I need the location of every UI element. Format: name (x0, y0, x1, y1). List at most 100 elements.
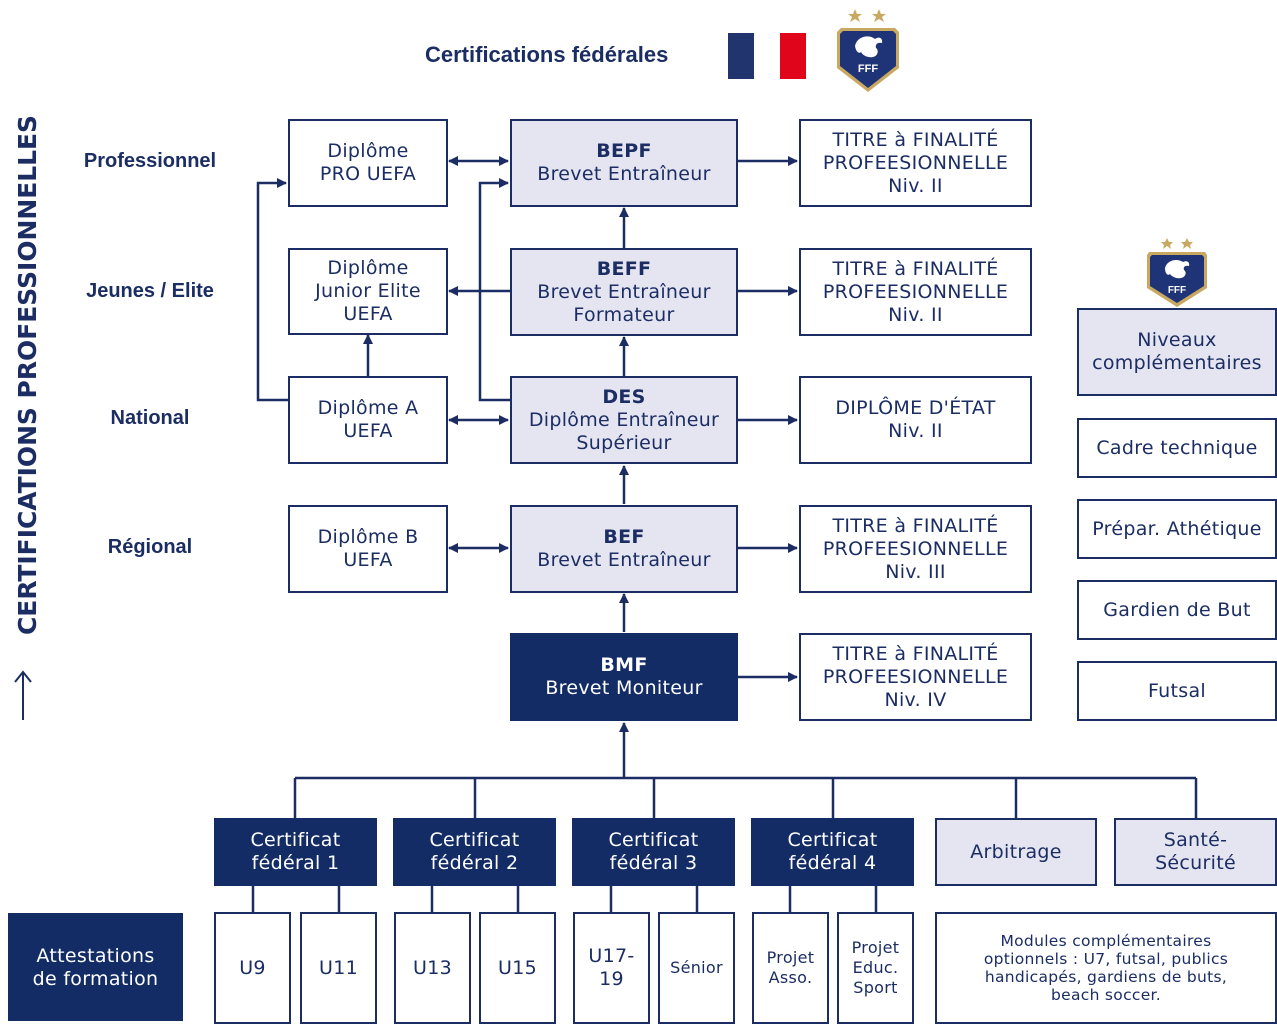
cf1-line-1: Certificat (250, 829, 341, 851)
attestations-label-box: Attestations de formation (8, 913, 183, 1021)
titre-bepf-line-1: TITRE à FINALITÉ (832, 128, 999, 151)
certificat-federal-3: Certificat fédéral 3 (572, 818, 735, 886)
titre-beff-line-3: Niv. II (888, 303, 943, 326)
certificat-federal-4: Certificat fédéral 4 (751, 818, 914, 886)
fff-logo-icon: FFF (837, 9, 899, 92)
diplome-junior-elite-uefa: Diplôme Junior Elite UEFA (288, 248, 448, 335)
junior-uefa-line-1: Diplôme (327, 257, 409, 279)
modules-complementaires: Modules complémentaires optionnels : U7,… (935, 912, 1277, 1024)
cf3-line-1: Certificat (608, 829, 699, 851)
attestation-u9: U9 (214, 912, 291, 1024)
complementaire-gardien-de-but: Gardien de But (1077, 580, 1277, 640)
flag-red-band (780, 33, 806, 79)
u17-line-2: 19 (599, 968, 624, 990)
brevet-beff: BEFF Brevet Entraîneur Formateur (510, 248, 738, 336)
attestation-projet-asso: Projet Asso. (752, 912, 829, 1024)
brevet-bepf: BEPF Brevet Entraîneur (510, 119, 738, 207)
cadre-technique-label: Cadre technique (1096, 436, 1258, 459)
prepar-athletique-label: Prépar. Athétique (1092, 517, 1262, 540)
modules-line-2: optionnels : U7, futsal, publics (983, 950, 1229, 968)
side-title: CERTIFICATIONS PROFESSIONNELLES (13, 115, 42, 720)
junior-uefa-line-3: UEFA (343, 303, 393, 325)
arbitrage-label: Arbitrage (970, 840, 1062, 863)
projet-educ-line-1: Projet (851, 938, 900, 957)
junior-uefa-line-2: Junior Elite (315, 280, 421, 302)
diplome-b-uefa: Diplôme B UEFA (288, 505, 448, 593)
complementaire-futsal: Futsal (1077, 661, 1277, 721)
projet-asso-line-1: Projet (766, 948, 815, 967)
u17-line-1: U17- (588, 945, 635, 967)
pro-uefa-line-1: Diplôme (327, 140, 409, 162)
titre-bmf-line-2: PROFEESIONNELLE (822, 665, 1009, 688)
a-uefa-line-1: Diplôme A (317, 397, 419, 419)
level-national: National (110, 407, 190, 429)
level-regional: Régional (107, 536, 193, 558)
modules-line-4: beach soccer. (1050, 986, 1162, 1004)
attestations-line-2: de formation (32, 968, 159, 990)
fff-logo-text: FFF (858, 63, 878, 75)
diplome-a-uefa: Diplôme A UEFA (288, 376, 448, 464)
titre-des-line-1: DIPLÔME D'ÉTAT (835, 397, 996, 419)
cf3-line-2: fédéral 3 (609, 852, 698, 874)
titre-bef-line-2: PROFEESIONNELLE (822, 537, 1009, 560)
diplome-pro-uefa: Diplôme PRO UEFA (288, 119, 448, 207)
side-title-text: CERTIFICATIONS PROFESSIONNELLES (13, 115, 42, 635)
niveaux-line-1: Niveaux (1137, 329, 1217, 351)
brevet-des: DES Diplôme Entraîneur Supérieur (510, 376, 738, 464)
attestation-senior: Sénior (658, 912, 735, 1024)
b-uefa-line-2: UEFA (343, 549, 393, 571)
complementaire-cadre-technique: Cadre technique (1077, 418, 1277, 478)
attestation-u17-19: U17- 19 (573, 912, 650, 1024)
cf2-line-2: fédéral 2 (430, 852, 519, 874)
titre-des: DIPLÔME D'ÉTAT Niv. II (799, 376, 1032, 464)
u15-label: U15 (498, 956, 537, 979)
titre-bepf-line-2: PROFEESIONNELLE (822, 151, 1009, 174)
beff-line-2: Formateur (573, 303, 675, 326)
level-professionnel: Professionnel (83, 150, 217, 172)
sante-line-2: Sécurité (1155, 852, 1236, 874)
attestation-u13: U13 (394, 912, 471, 1024)
niveaux-complementaires-header: Niveaux complémentaires (1077, 308, 1277, 396)
projet-asso-line-2: Asso. (768, 968, 813, 987)
certificat-sante-securite: Santé- Sécurité (1114, 818, 1277, 886)
titre-bef-line-1: TITRE à FINALITÉ (832, 514, 999, 537)
u9-label: U9 (239, 956, 266, 979)
u11-label: U11 (319, 956, 358, 979)
titre-bmf: TITRE à FINALITÉ PROFEESIONNELLE Niv. IV (799, 633, 1032, 721)
certificat-arbitrage: Arbitrage (935, 818, 1097, 886)
titre-bmf-line-1: TITRE à FINALITÉ (832, 642, 999, 665)
u13-label: U13 (413, 956, 452, 979)
titre-bepf-line-3: Niv. II (888, 174, 943, 197)
pro-uefa-line-2: PRO UEFA (319, 163, 417, 185)
attestation-u15: U15 (479, 912, 556, 1024)
cf4-line-1: Certificat (787, 829, 878, 851)
titre-bepf: TITRE à FINALITÉ PROFEESIONNELLE Niv. II (799, 119, 1032, 207)
a-uefa-line-2: UEFA (343, 420, 393, 442)
senior-label: Sénior (670, 958, 723, 977)
niveaux-line-2: complémentaires (1092, 352, 1262, 374)
des-line-1: Diplôme Entraîneur (528, 408, 720, 431)
titre-des-line-2: Niv. II (888, 420, 943, 442)
brevet-bmf: BMF Brevet Moniteur (510, 633, 738, 721)
attestation-projet-educ-sport: Projet Educ. Sport (837, 912, 914, 1024)
titre-bef-line-3: Niv. III (885, 560, 946, 583)
bepf-code: BEPF (596, 140, 652, 162)
des-code: DES (602, 385, 646, 408)
fff-logo-small-text: FFF (1168, 285, 1186, 296)
brevet-bef: BEF Brevet Entraîneur (510, 505, 738, 593)
modules-line-1: Modules complémentaires (1000, 932, 1212, 950)
header-title: Certifications fédérales (425, 42, 669, 67)
bepf-line-1: Brevet Entraîneur (537, 163, 711, 185)
bmf-code: BMF (600, 654, 648, 676)
bmf-line-1: Brevet Moniteur (545, 677, 703, 699)
projet-educ-line-3: Sport (853, 978, 898, 997)
attestations-line-1: Attestations (36, 945, 155, 967)
titre-bmf-line-3: Niv. IV (884, 688, 947, 711)
complementaire-prepar-athletique: Prépar. Athétique (1077, 499, 1277, 559)
futsal-label: Futsal (1147, 679, 1206, 702)
b-uefa-line-1: Diplôme B (317, 526, 419, 548)
certificat-federal-2: Certificat fédéral 2 (393, 818, 556, 886)
cf2-line-1: Certificat (429, 829, 520, 851)
flag-blue-band (728, 33, 754, 79)
